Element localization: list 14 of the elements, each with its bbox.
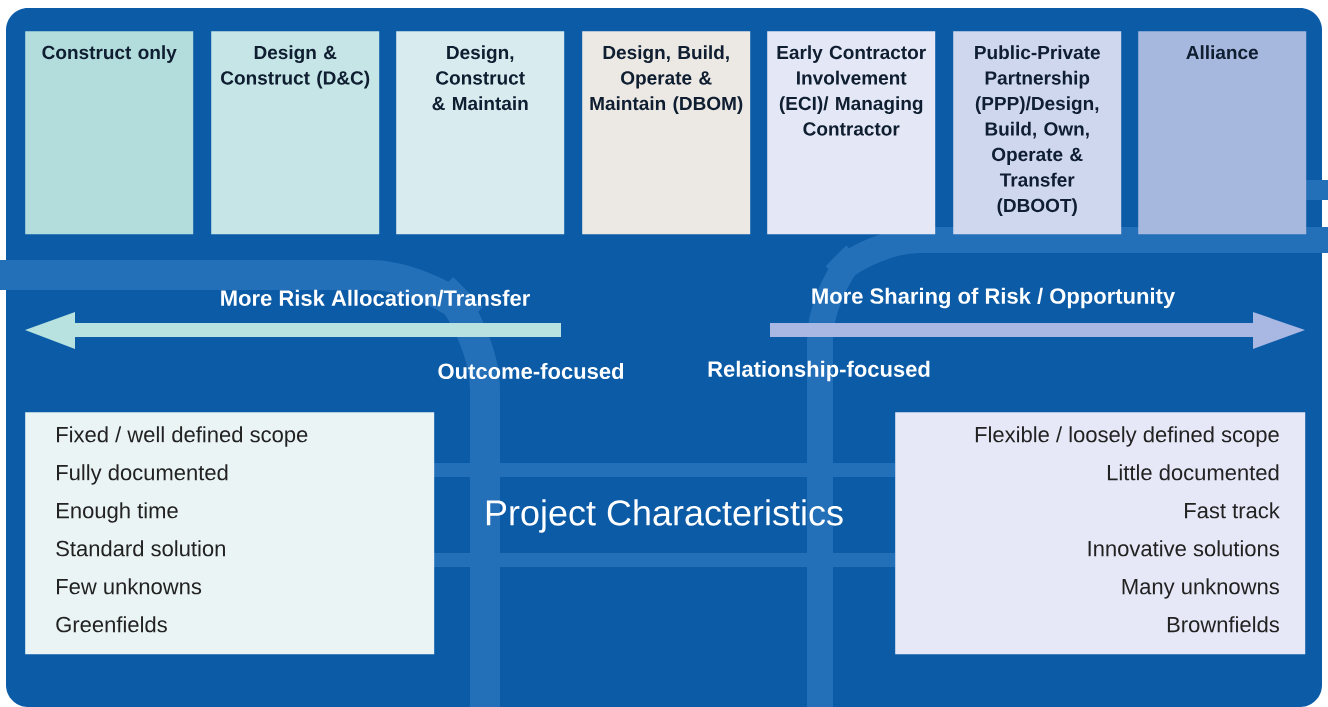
contract-type-box: Design, Construct & Maintain bbox=[396, 31, 565, 235]
contract-type-box: Public-Private Partnership (PPP)/Design, Build, Own, Operate & Transfer (DBOOT) bbox=[953, 31, 1122, 235]
arrow-label: More Sharing of Risk / Opportunity bbox=[812, 287, 1176, 309]
focus-label: Relationship-focused bbox=[708, 360, 930, 382]
contract-type-box: Early Contractor Involvement (ECI)/ Managing Contractor bbox=[767, 31, 936, 235]
focus-label: Outcome-focused bbox=[438, 362, 624, 380]
heading: Project Characteristics bbox=[486, 499, 843, 533]
contract-type-box: Design & Construct (D&C) bbox=[211, 31, 380, 235]
contract-type-box: Design, Build, Operate & Maintain (DBOM) bbox=[582, 31, 751, 235]
contract-type-box: Construct only bbox=[25, 31, 194, 235]
arrow-label: More Risk Allocation/Transfer bbox=[221, 289, 530, 307]
contract-type-box: Alliance bbox=[1138, 31, 1307, 235]
characteristics-box: Flexible / loosely defined scope Little documented Fast track Innovative solutions Many unknowns Brownfields bbox=[895, 412, 1306, 655]
characteristics-box: Fixed / well defined scope Fully documented Enough time Standard solution Few unknowns Greenfields bbox=[25, 412, 435, 655]
